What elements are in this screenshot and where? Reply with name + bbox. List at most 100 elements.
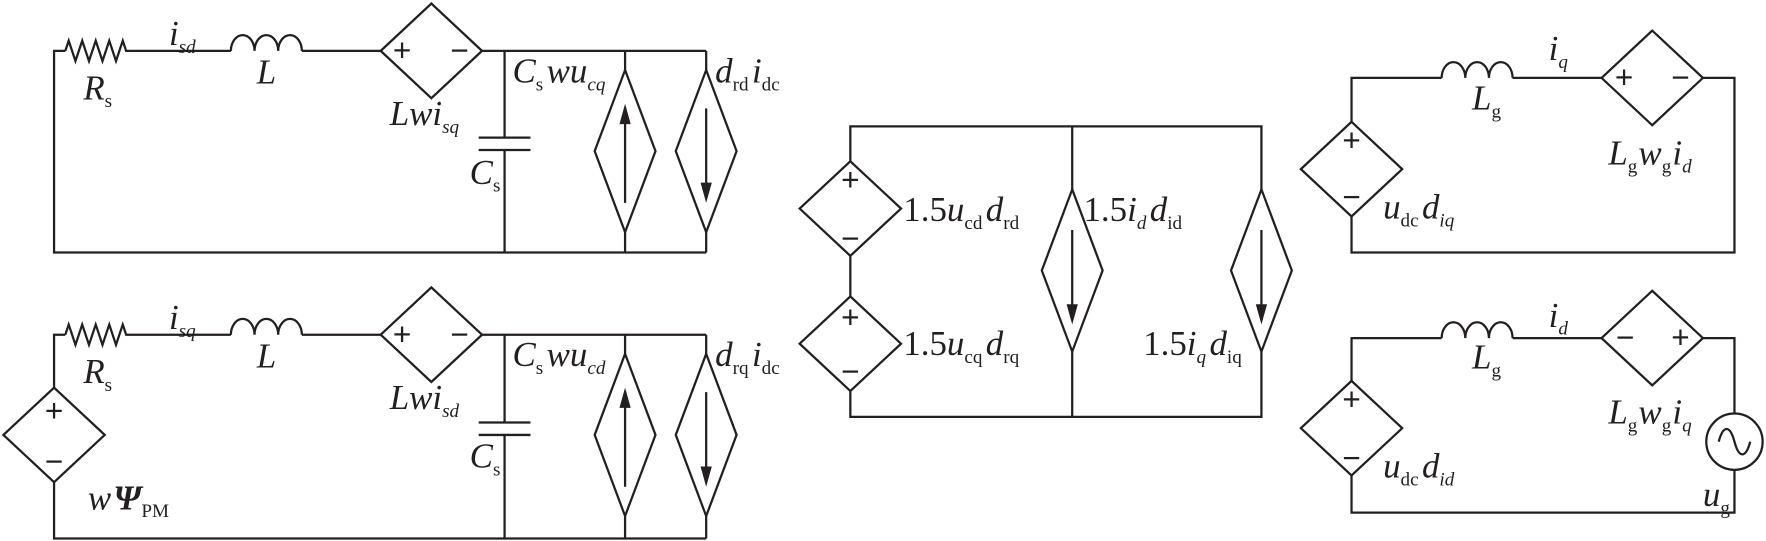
minus-sign: − [1342,178,1360,214]
label-symbol: i [1187,324,1197,363]
label-symbol: d [986,190,1004,229]
label-symbol: i [169,298,179,337]
wire [849,125,1263,419]
label-symbol: d [1209,324,1227,363]
label-subscript: q [1682,416,1692,437]
grid-voltage-label: ug [1703,475,1730,519]
arrow-down-icon [700,108,712,203]
dependent-voltage-source [1599,289,1705,387]
wire [1350,76,1736,254]
label-subscript: iq [1439,211,1454,232]
back-emf-label: wΨPM [88,478,169,522]
label-symbol: d [715,335,733,374]
minus-sign: − [1616,319,1634,355]
arrow-head [1066,304,1078,325]
dependent-voltage-source [1299,379,1404,478]
label-subscript: PM [141,501,169,522]
label-subscript: cq [587,74,605,95]
voltage-source-label: Lwisd [389,378,460,422]
label-subscript: sq [442,117,459,138]
label-subscript: sd [442,401,459,422]
label-subscript: id [1439,470,1454,491]
label-subscript: sq [179,321,196,342]
label-subscript: rd [1003,213,1019,234]
coupling-source-label: Lgwgiq [1607,393,1692,437]
dependent-voltage-source [379,285,484,384]
label-subscript: g [1662,157,1672,178]
label-symbol: L [1607,134,1627,173]
capacitor [478,421,531,437]
label-subscript: g [1628,157,1638,178]
inductor-label: Lg [1471,337,1501,381]
resistor [64,37,130,65]
wire [52,49,708,254]
arrow-head [619,387,631,408]
label-subscript: g [1662,416,1672,437]
arrow-head [700,466,712,487]
label-symbol: R [82,68,104,107]
plus-sign: + [841,299,859,335]
label-subscript: s [493,459,500,480]
ac-voltage-source [1705,412,1764,471]
minus-sign: − [841,220,859,256]
label-symbol: w [1638,393,1662,432]
inductor-label: Lg [1471,78,1501,122]
inductor-label: L [256,53,276,92]
label-symbol: w [88,478,112,517]
minus-sign: − [450,316,468,352]
label-symbol: d [986,324,1004,363]
label-subscript: g [1628,416,1638,437]
minus-sign: − [1671,59,1689,95]
label-subscript: rq [1003,347,1019,368]
label-subscript: rq [733,358,749,379]
resistor-label: Rs [82,68,112,112]
label-symbol: i [1672,134,1682,173]
label-symbol: L [1471,337,1491,376]
label-subscript: dc [762,358,780,379]
wire [1350,336,1736,514]
plus-sign: + [393,316,411,352]
label-symbol: d [1422,188,1440,227]
label-symbol: i [752,51,762,90]
label-subscript: g [1491,360,1501,381]
label-symbol: u [947,190,964,229]
label-symbol: d [1422,447,1440,486]
label-symbol: L [1607,393,1627,432]
dependent-voltage-source [379,2,484,100]
label-symbol: u [947,324,964,363]
label-symbol: L [1471,78,1491,117]
label-coefficient: 1.5 [903,324,947,363]
label-symbol: L [256,336,276,375]
label-symbol: w [1638,134,1662,173]
label-subscript: s [493,176,500,197]
label-coefficient: 1.5 [1143,324,1187,363]
label-symbol: wu [547,51,588,90]
plus-sign: + [1342,122,1360,158]
label-subscript: s [536,74,543,95]
label-subscript: d [1558,319,1568,340]
inductor [229,317,303,335]
label-symbol: Lwi [389,378,442,417]
label-symbol: C [470,153,494,192]
label-symbol: i [169,14,179,53]
label-subscript: cd [587,358,605,379]
label-subscript: sd [179,37,196,58]
label-subscript: d [1682,157,1692,178]
arrow-up-icon [619,387,631,487]
label-symbol: i [1127,190,1137,229]
label-subscript: cd [964,213,982,234]
inductor [1440,61,1514,78]
label-coefficient: 1.5 [903,190,947,229]
